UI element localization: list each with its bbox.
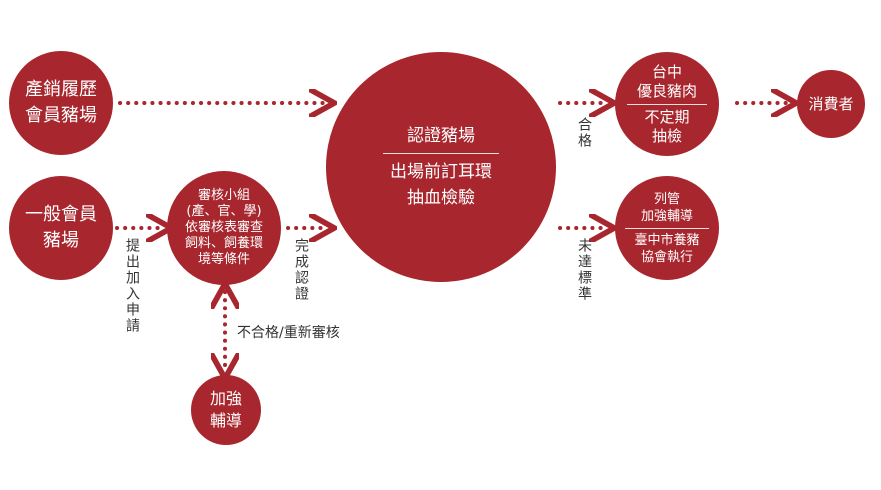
node-divider — [627, 103, 707, 105]
label-pass: 合格 — [576, 117, 592, 149]
node-review-team: 審核小組 (產、官、學) 依審核表審查 飼料、飼養環 境等條件 — [167, 171, 281, 285]
node-text: 加強 — [209, 389, 242, 408]
node-consumer: 消費者 — [797, 70, 865, 138]
node-text: 產銷履歷 — [25, 79, 97, 100]
node-general-member-farm: 一般會員 豬場 — [9, 176, 113, 280]
node-certified-farm: 認證豬場 出場前訂耳環 抽血檢驗 — [326, 52, 556, 282]
node-text: 一般會員 — [25, 204, 97, 225]
node-text: 豬場 — [43, 230, 79, 251]
node-monitored: 列管 加強輔導 臺中市養豬 協會執行 — [615, 176, 719, 280]
node-text: 台中 — [651, 62, 682, 81]
node-text: 列管 — [653, 191, 680, 207]
node-taichung-pork: 台中 優良豬肉 不定期 抽檢 — [615, 52, 719, 156]
node-text: 審核小組 — [197, 188, 250, 203]
node-text: 抽血檢驗 — [407, 188, 475, 208]
node-title: 認證豬場 — [407, 126, 475, 146]
label-complete-certification: 完成認證 — [293, 238, 309, 302]
node-text: 優良豬肉 — [636, 81, 697, 100]
node-sales-member-farm: 產銷履歷 會員豬場 — [9, 51, 113, 155]
node-text: 消費者 — [808, 95, 854, 113]
node-text: 臺中市養豬 — [634, 232, 700, 248]
node-text: 抽檢 — [651, 126, 682, 145]
node-text: (產、官、學) — [186, 204, 262, 219]
label-not-meet-standard: 未達標準 — [576, 238, 592, 302]
label-fail-recheck: 不合格/重新審核 — [237, 325, 340, 341]
node-text: 會員豬場 — [25, 105, 97, 126]
node-text: 飼料、飼養環 — [184, 236, 263, 251]
node-text: 境等條件 — [197, 252, 250, 267]
node-text: 協會執行 — [640, 249, 693, 265]
node-divider — [383, 153, 499, 154]
node-text: 出場前訂耳環 — [390, 162, 492, 182]
node-strengthen-guidance: 加強 輔導 — [191, 375, 261, 445]
node-text: 輔導 — [209, 411, 242, 430]
node-text: 依審核表審查 — [184, 220, 263, 235]
label-apply: 提出加入申請 — [124, 238, 140, 334]
node-text: 不定期 — [644, 107, 690, 126]
node-divider — [625, 227, 709, 229]
node-text: 加強輔導 — [640, 208, 693, 224]
